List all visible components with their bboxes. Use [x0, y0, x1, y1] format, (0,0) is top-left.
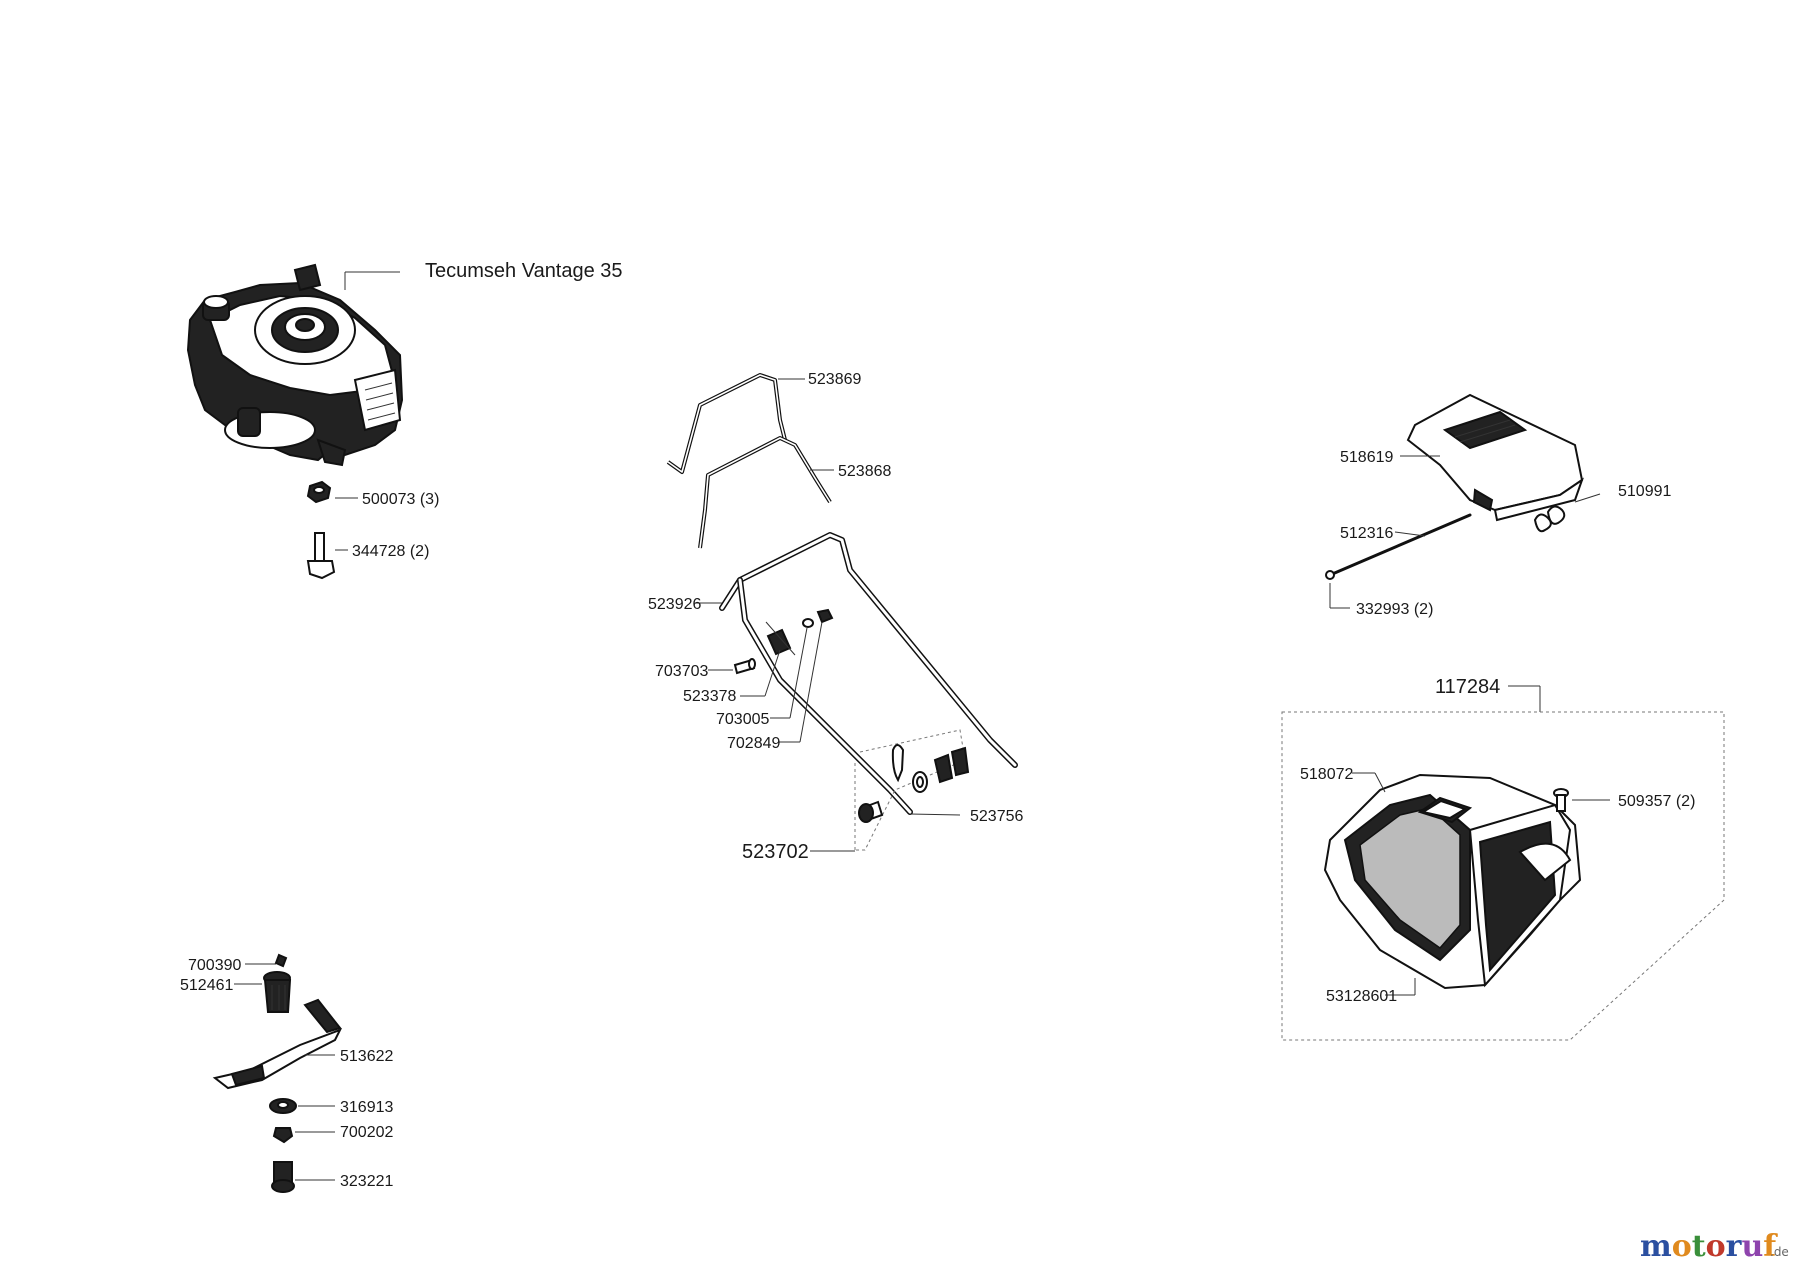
- label-518072: 518072: [1300, 766, 1353, 783]
- label-513622: 513622: [340, 1048, 393, 1065]
- watermark-letter: o: [1672, 1229, 1692, 1264]
- label-523926: 523926: [648, 596, 701, 613]
- bolt-drawing: [306, 532, 336, 580]
- label-500073: 500073 (3): [362, 491, 439, 508]
- label-509357: 509357 (2): [1618, 793, 1695, 810]
- label-512461: 512461: [180, 977, 233, 994]
- motoruf-watermark: motoruf .de: [1640, 1229, 1789, 1264]
- label-323221: 323221: [340, 1173, 393, 1190]
- lower-handle-drawing: [719, 532, 1018, 815]
- label-523868: 523868: [838, 463, 891, 480]
- watermark-letter: m: [1640, 1229, 1672, 1264]
- label-523756: 523756: [970, 808, 1023, 825]
- watermark-letter: f: [1763, 1229, 1778, 1264]
- label-117284: 117284: [1435, 676, 1500, 698]
- label-332993: 332993 (2): [1356, 601, 1433, 618]
- label-523378: 523378: [683, 688, 736, 705]
- torsion-spring-drawing: [1533, 505, 1566, 533]
- label-703703: 703703: [655, 663, 708, 680]
- grass-bag-drawing: [1323, 773, 1582, 990]
- svg-text:motoruf: motoruf: [1640, 1229, 1778, 1264]
- label-702849: 702849: [727, 735, 780, 752]
- watermark-letter: r: [1726, 1229, 1743, 1264]
- upper-handle-drawing: [666, 373, 832, 549]
- label-53128601: 53128601: [1326, 988, 1397, 1005]
- label-700390: 700390: [188, 957, 241, 974]
- watermark-suffix: .de: [1770, 1245, 1789, 1259]
- watermark-letter: u: [1741, 1229, 1763, 1264]
- grass-bag-kit-boundary: [1281, 711, 1725, 1041]
- watermark-letter: o: [1706, 1229, 1726, 1264]
- label-703005: 703005: [716, 711, 769, 728]
- nut-drawing: [306, 480, 332, 504]
- rear-flap-drawing: [1406, 393, 1584, 522]
- label-523702: 523702: [742, 841, 809, 863]
- label-518619: 518619: [1340, 449, 1393, 466]
- hinge-rod-drawing: [1325, 513, 1472, 580]
- label-510991: 510991: [1618, 483, 1671, 500]
- label-512316: 512316: [1340, 525, 1393, 542]
- handle-fasteners-drawing: [733, 608, 834, 675]
- engine-drawing: [186, 263, 404, 467]
- watermark-letter: t: [1692, 1229, 1706, 1264]
- blade-assembly-drawing: [212, 953, 343, 1193]
- handle-knob-kit-drawing: [854, 729, 970, 851]
- label-344728: 344728 (2): [352, 543, 429, 560]
- screw-drawing: [1553, 788, 1569, 812]
- label-523869: 523869: [808, 371, 861, 388]
- label-316913: 316913: [340, 1099, 393, 1116]
- engine-label: Tecumseh Vantage 35: [425, 260, 623, 282]
- label-700202: 700202: [340, 1124, 393, 1141]
